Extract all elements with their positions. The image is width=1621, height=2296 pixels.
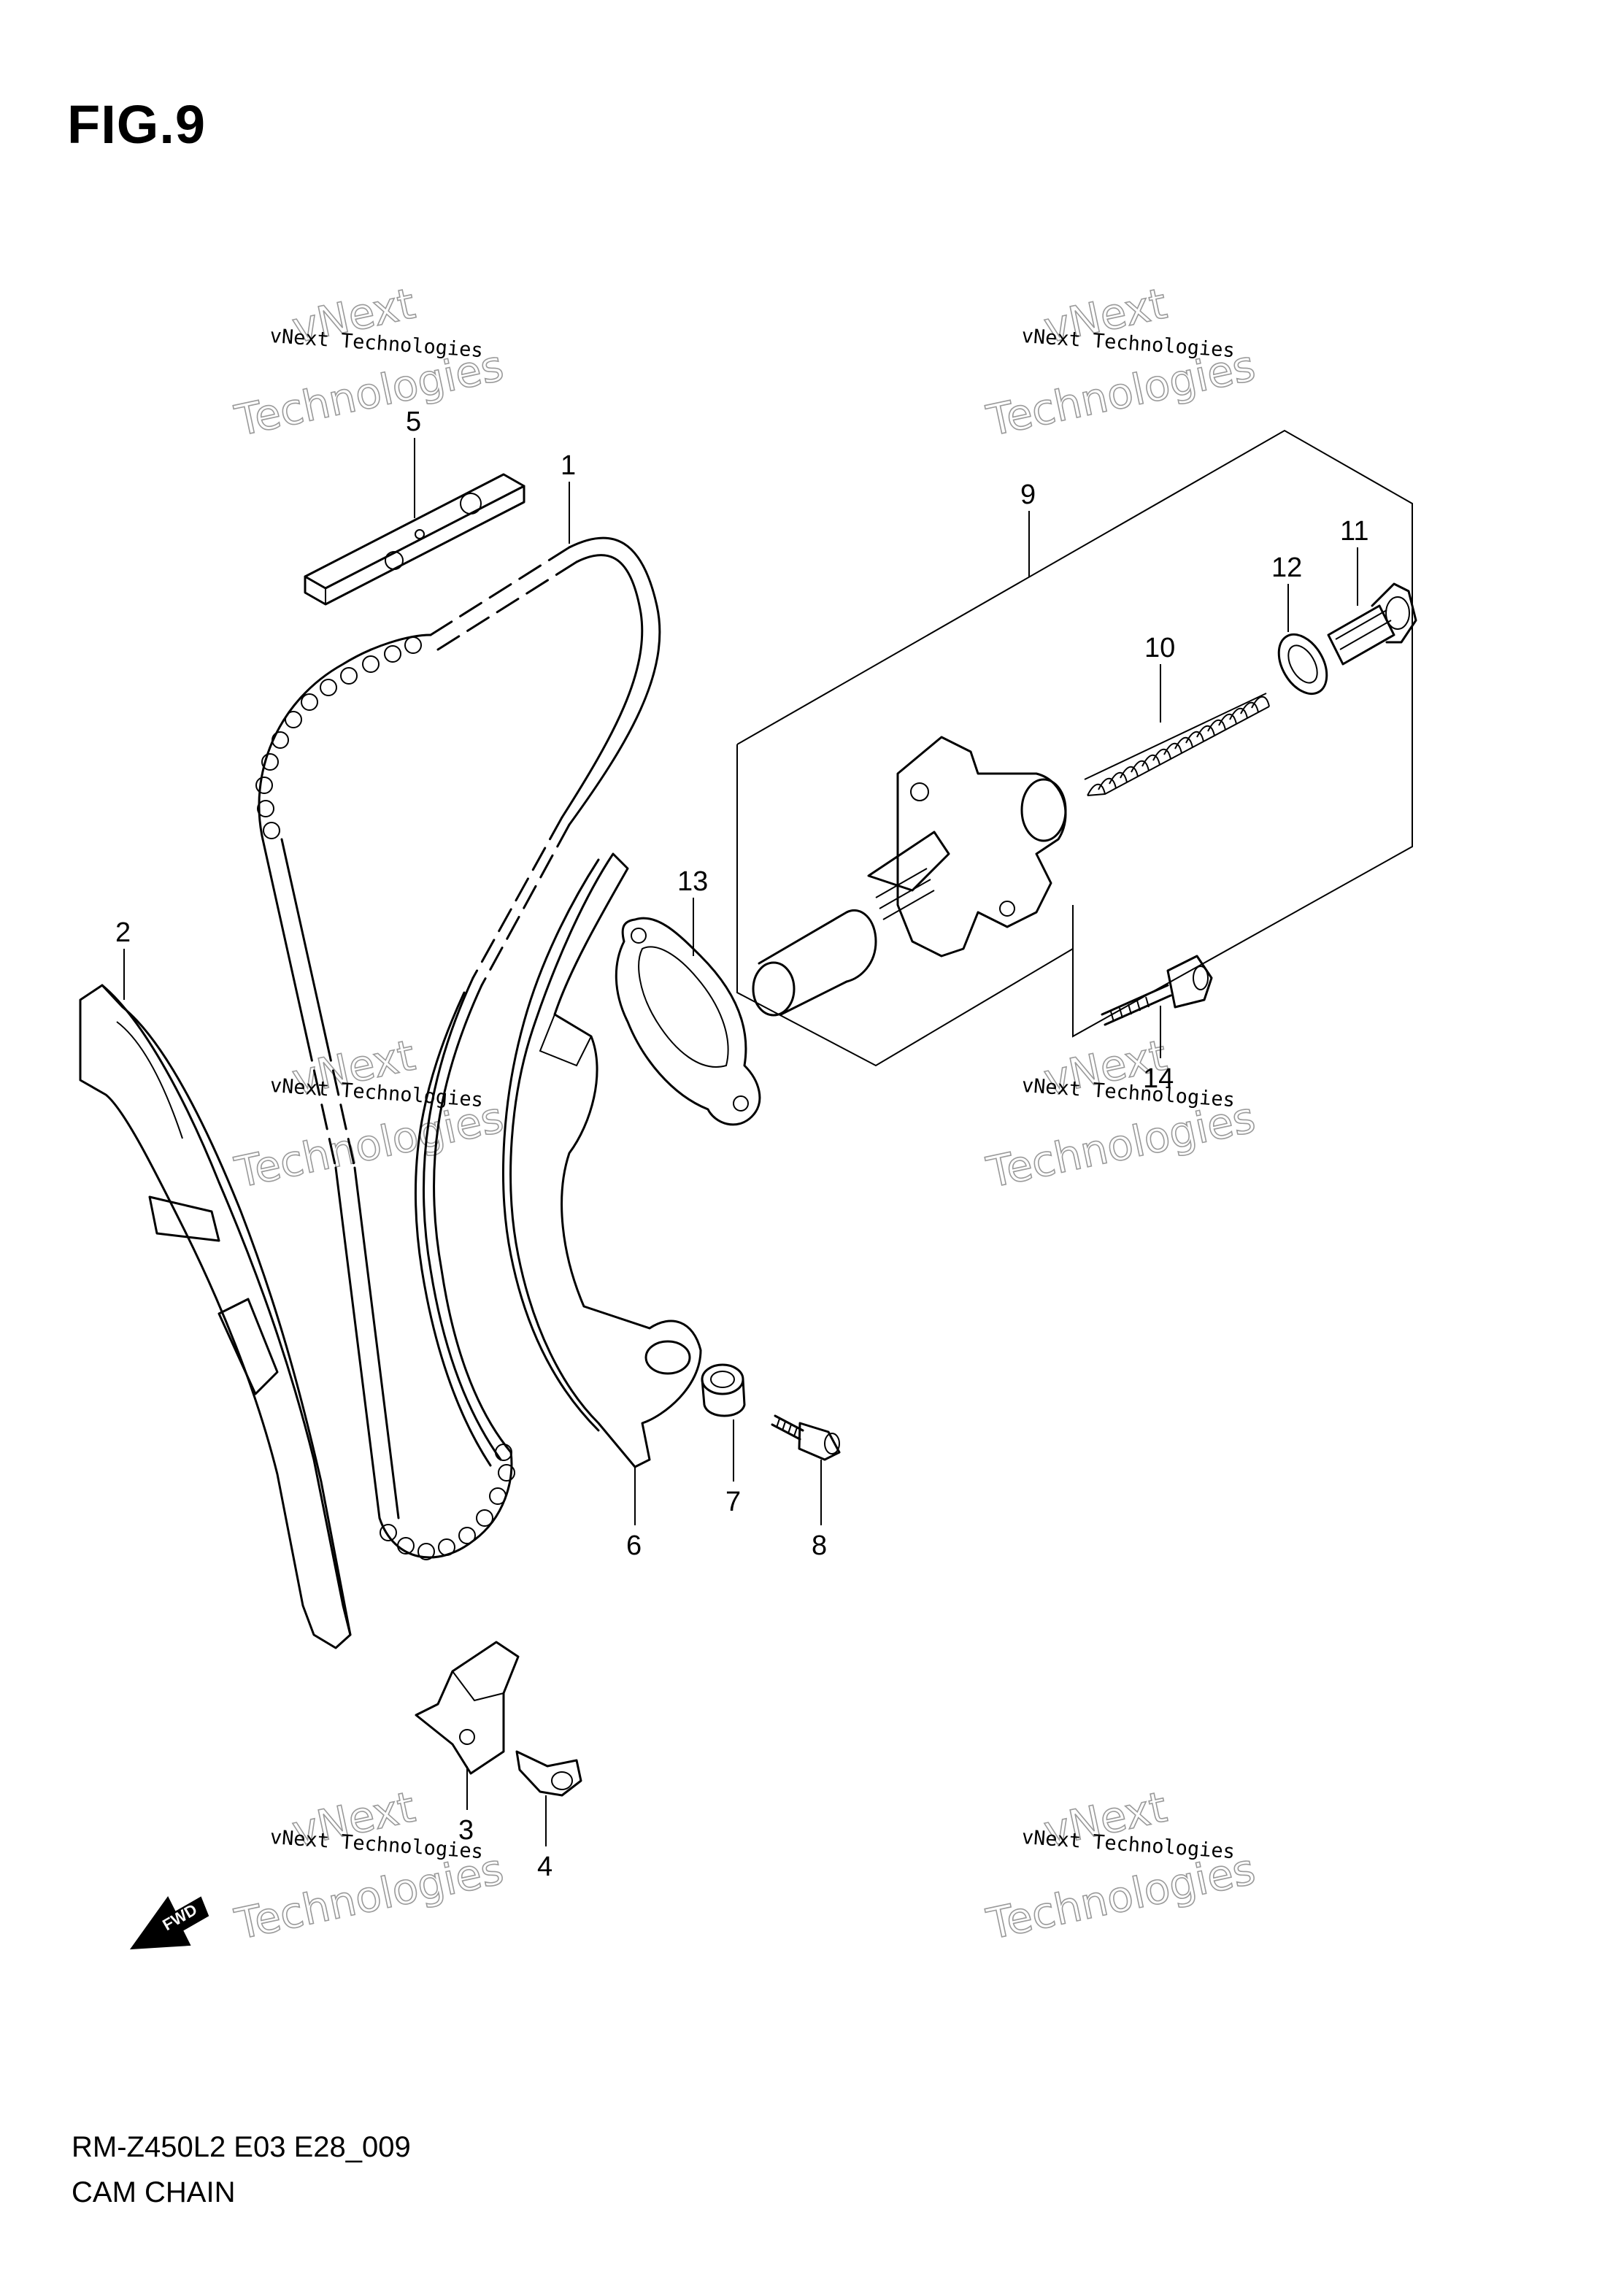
callout-4: 4 <box>537 1852 552 1882</box>
part-6-tensioner-arm <box>502 852 702 1468</box>
watermark-top-left: vNext Technologies vNext Technologies <box>230 278 508 447</box>
watermark-bottom-right: vNext Technologies vNext Technologies <box>982 1781 1260 1950</box>
part-14-bolt <box>1101 955 1213 1026</box>
callout-12: 12 <box>1271 552 1302 583</box>
leader-lines <box>123 438 1358 1846</box>
part-12-washer <box>1277 633 1328 696</box>
callout-14: 14 <box>1143 1063 1174 1094</box>
callout-9: 9 <box>1020 479 1036 510</box>
part-3-bracket <box>415 1641 520 1775</box>
callout-numbers: 1 2 3 4 5 6 7 8 9 10 11 12 13 14 <box>115 407 1368 1882</box>
watermark-mid-right: vNext Technologies vNext Technologies <box>982 1030 1260 1198</box>
watermark-top-right: vNext Technologies vNext Technologies <box>982 278 1260 447</box>
part-13-gasket <box>615 917 761 1126</box>
watermark-bottom-left: vNext Technologies vNext Technologies <box>230 1781 508 1950</box>
figure-title: FIG.9 <box>67 94 207 155</box>
part-2-chain-guide <box>79 984 352 1649</box>
part-8-bolt <box>771 1414 841 1461</box>
part-11-plug-bolt <box>1327 582 1417 666</box>
part-5-top-guide <box>304 473 525 606</box>
callout-1: 1 <box>561 450 576 481</box>
callout-10: 10 <box>1144 633 1175 663</box>
callout-6: 6 <box>626 1530 642 1561</box>
callout-7: 7 <box>725 1487 741 1517</box>
callout-8: 8 <box>812 1530 827 1561</box>
model-code: RM-Z450L2 E03 E28_009 <box>72 2131 411 2163</box>
callout-2: 2 <box>115 917 131 948</box>
fwd-arrow-icon: FWD <box>129 1896 209 1950</box>
part-1-cam-chain <box>255 536 661 1560</box>
callout-5: 5 <box>406 407 421 437</box>
callout-3: 3 <box>458 1815 474 1846</box>
part-4-bolt <box>515 1750 582 1797</box>
part-10-spring <box>1084 693 1270 796</box>
watermark-mid-left: vNext Technologies vNext Technologies <box>230 1030 508 1198</box>
figure-caption: CAM CHAIN <box>72 2176 236 2208</box>
callout-11: 11 <box>1340 516 1368 547</box>
part-7-bushing <box>701 1363 746 1417</box>
part-9-tensioner-assembly <box>736 429 1417 1067</box>
callout-13: 13 <box>677 866 708 897</box>
